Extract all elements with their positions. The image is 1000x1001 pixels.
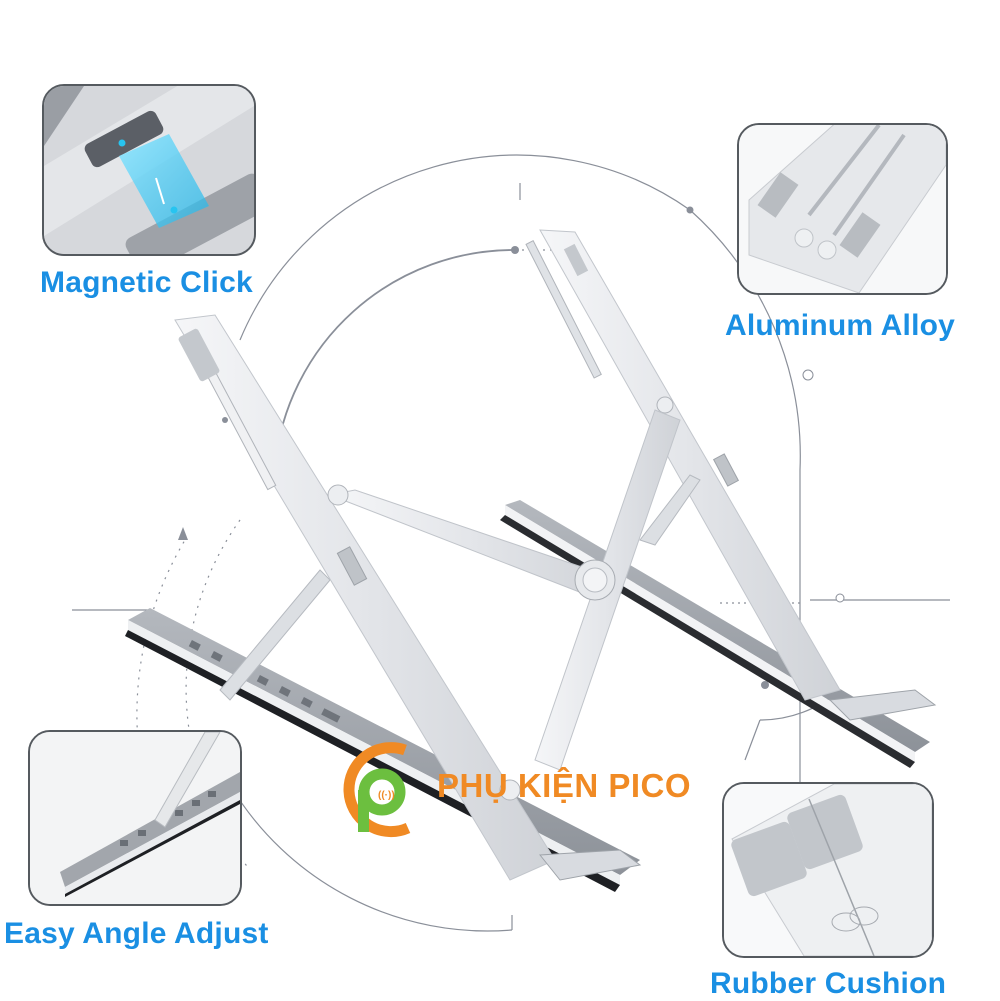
inset-aluminum-alloy: [737, 123, 948, 295]
svg-text:((·)): ((·)): [378, 790, 395, 801]
feature-label-easy-angle-adjust: Easy Angle Adjust: [4, 917, 269, 950]
magnet-detail-image: [44, 86, 254, 254]
angle-adjust-detail-image: [30, 732, 240, 904]
adjust-holes: [188, 640, 341, 723]
front-foot: [539, 849, 642, 881]
feature-label-aluminum-alloy: Aluminum Alloy: [725, 309, 956, 342]
back-support-arm: [539, 229, 841, 701]
feature-label-rubber-cushion: Rubber Cushion: [710, 967, 947, 1000]
magnet-field-icon: [119, 134, 209, 228]
rubber-cushion-detail-image: [724, 784, 932, 956]
back-foot: [828, 689, 937, 721]
pico-logo-icon: ((·)): [343, 742, 411, 838]
brand-watermark-text: PHỤ KIỆN PICO: [437, 767, 692, 804]
feature-label-magnetic-click: Magnetic Click: [40, 266, 253, 299]
inset-rubber-cushion: [722, 782, 934, 958]
aluminum-detail-image: [739, 125, 946, 293]
inset-easy-angle-adjust: [28, 730, 242, 906]
inset-magnetic-click: [42, 84, 256, 256]
